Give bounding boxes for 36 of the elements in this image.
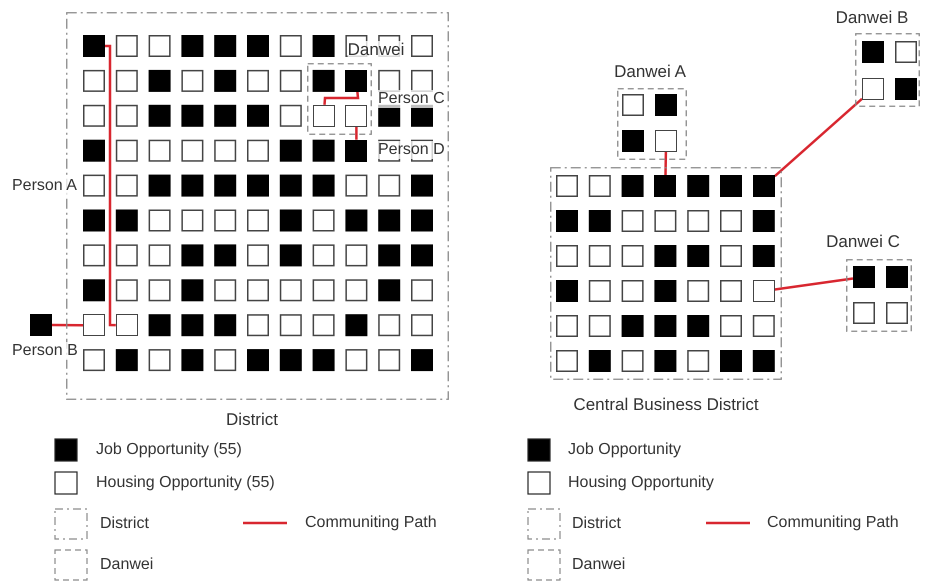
job-opportunity-square [752, 175, 775, 197]
legend-label: Communiting Path [767, 514, 899, 532]
danwei-label: Danwei [348, 41, 404, 59]
person-label: Person C [378, 90, 445, 108]
commuting-path [774, 98, 863, 178]
housing-opportunity-square [312, 104, 335, 127]
housing-opportunity-square [116, 314, 138, 336]
person-label: Person D [378, 141, 445, 159]
job-opportunity-square [654, 175, 676, 197]
commuting-path [52, 324, 83, 326]
legend-label: District [572, 515, 621, 533]
housing-opportunity-square [655, 130, 677, 152]
legend-label: Housing Opportunity [568, 474, 714, 492]
job-opportunity-square [345, 140, 368, 162]
person-label: Person A [12, 177, 77, 195]
commuting-path [105, 44, 116, 326]
legend-label: Housing Opportunity (55) [96, 474, 275, 492]
housing-opportunity-square [83, 314, 105, 336]
legend-label: District [100, 515, 149, 533]
job-opportunity-square [30, 314, 52, 336]
legend-label: Communiting Path [305, 514, 437, 532]
housing-opportunity-square [862, 78, 884, 100]
commuting-path [355, 126, 358, 140]
legend-label: Job Opportunity (55) [96, 441, 242, 459]
job-opportunity-square [853, 266, 875, 288]
commuting-path [664, 152, 668, 176]
job-opportunity-square [345, 70, 368, 92]
person-label: Person B [12, 342, 78, 360]
legend-label: Danwei [100, 556, 154, 574]
legend-label: Danwei [572, 556, 626, 574]
commuting-path [774, 277, 854, 291]
housing-opportunity-square [752, 280, 775, 302]
commuting-path [323, 92, 360, 105]
legend-label: Job Opportunity [568, 441, 681, 459]
housing-opportunity-square [345, 104, 368, 127]
job-opportunity-square [83, 35, 105, 57]
